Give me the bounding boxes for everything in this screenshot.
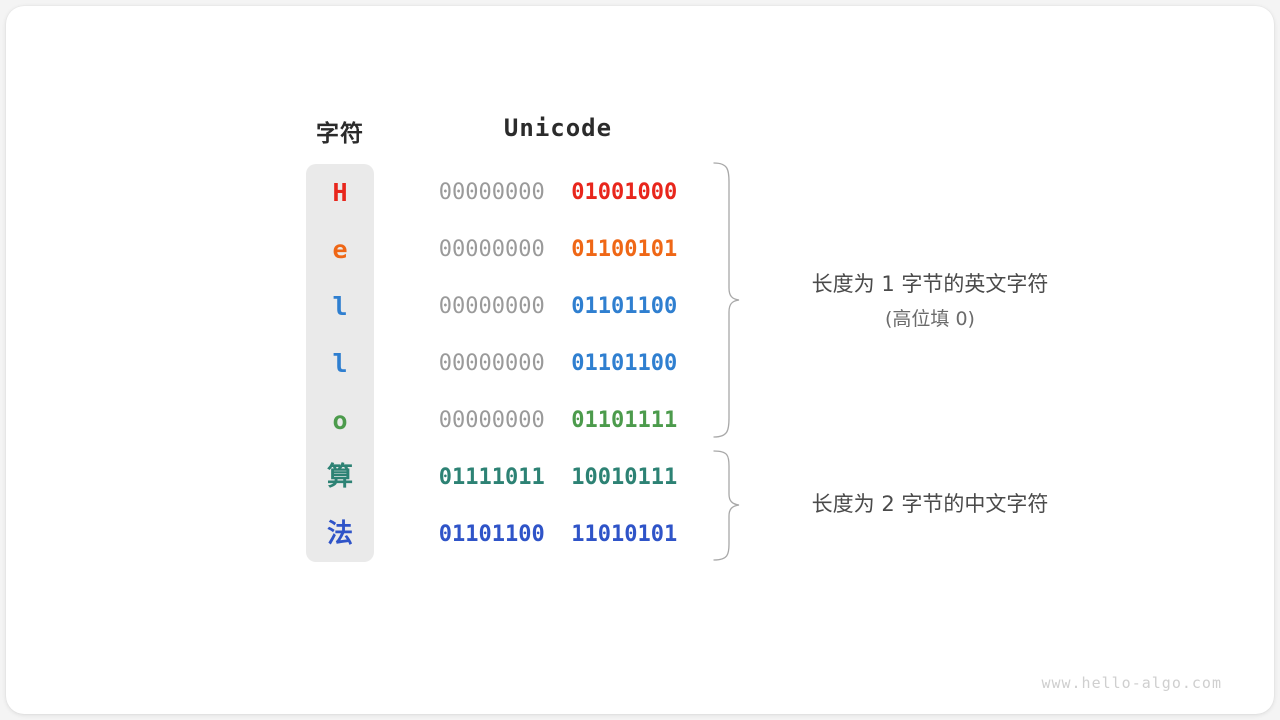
row-character: e (332, 235, 348, 264)
row-unicode-binary: 00000000 01001000 (432, 164, 684, 221)
annotation-english-line1: 长度为 1 字节的英文字符 (811, 272, 1049, 296)
byte-high: 00000000 (438, 180, 545, 205)
byte-high: 01111011 (438, 465, 545, 490)
encoding-row: o 00000000 01101111 (0, 392, 1280, 449)
encoding-row: l 00000000 01101100 (0, 278, 1280, 335)
annotation-english-line2: (高位填 0) (885, 308, 975, 330)
row-character: 算 (326, 462, 353, 492)
row-character: l (332, 292, 348, 321)
byte-high: 00000000 (438, 237, 545, 262)
encoding-row: e 00000000 01100101 (0, 221, 1280, 278)
byte-low: 10010111 (571, 465, 678, 490)
byte-high: 01101100 (438, 522, 545, 547)
column-header-character: 字符 (316, 121, 364, 147)
byte-low: 01101100 (571, 294, 678, 319)
encoding-row: H 00000000 01001000 (0, 164, 1280, 221)
row-character: 法 (326, 519, 353, 549)
row-character: H (332, 178, 348, 207)
annotation-chinese: 长度为 2 字节的中文字符 (756, 486, 1104, 522)
byte-low: 01001000 (571, 180, 678, 205)
column-header-unicode: Unicode (503, 114, 613, 142)
row-unicode-binary: 00000000 01101100 (432, 278, 684, 335)
annotation-chinese-line1: 长度为 2 字节的中文字符 (811, 492, 1049, 516)
byte-high: 00000000 (438, 408, 545, 433)
byte-low: 01100101 (571, 237, 678, 262)
annotation-english: 长度为 1 字节的英文字符 (高位填 0) (756, 266, 1104, 336)
row-unicode-binary: 00000000 01100101 (432, 221, 684, 278)
row-character: o (332, 406, 348, 435)
row-unicode-binary: 00000000 01101111 (432, 392, 684, 449)
byte-high: 00000000 (438, 351, 545, 376)
encoding-row: 算 01111011 10010111 (0, 449, 1280, 506)
encoding-row: 法 01101100 11010101 (0, 506, 1280, 563)
row-character: l (332, 349, 348, 378)
character-column-background (306, 164, 374, 562)
row-unicode-binary: 01111011 10010111 (432, 449, 684, 506)
byte-high: 00000000 (438, 294, 545, 319)
row-unicode-binary: 01101100 11010101 (432, 506, 684, 563)
row-unicode-binary: 00000000 01101100 (432, 335, 684, 392)
watermark-url: www.hello-algo.com (1041, 674, 1222, 692)
figure-card (6, 6, 1274, 714)
encoding-row: l 00000000 01101100 (0, 335, 1280, 392)
byte-low: 01101111 (571, 408, 678, 433)
byte-low: 11010101 (571, 522, 678, 547)
byte-low: 01101100 (571, 351, 678, 376)
